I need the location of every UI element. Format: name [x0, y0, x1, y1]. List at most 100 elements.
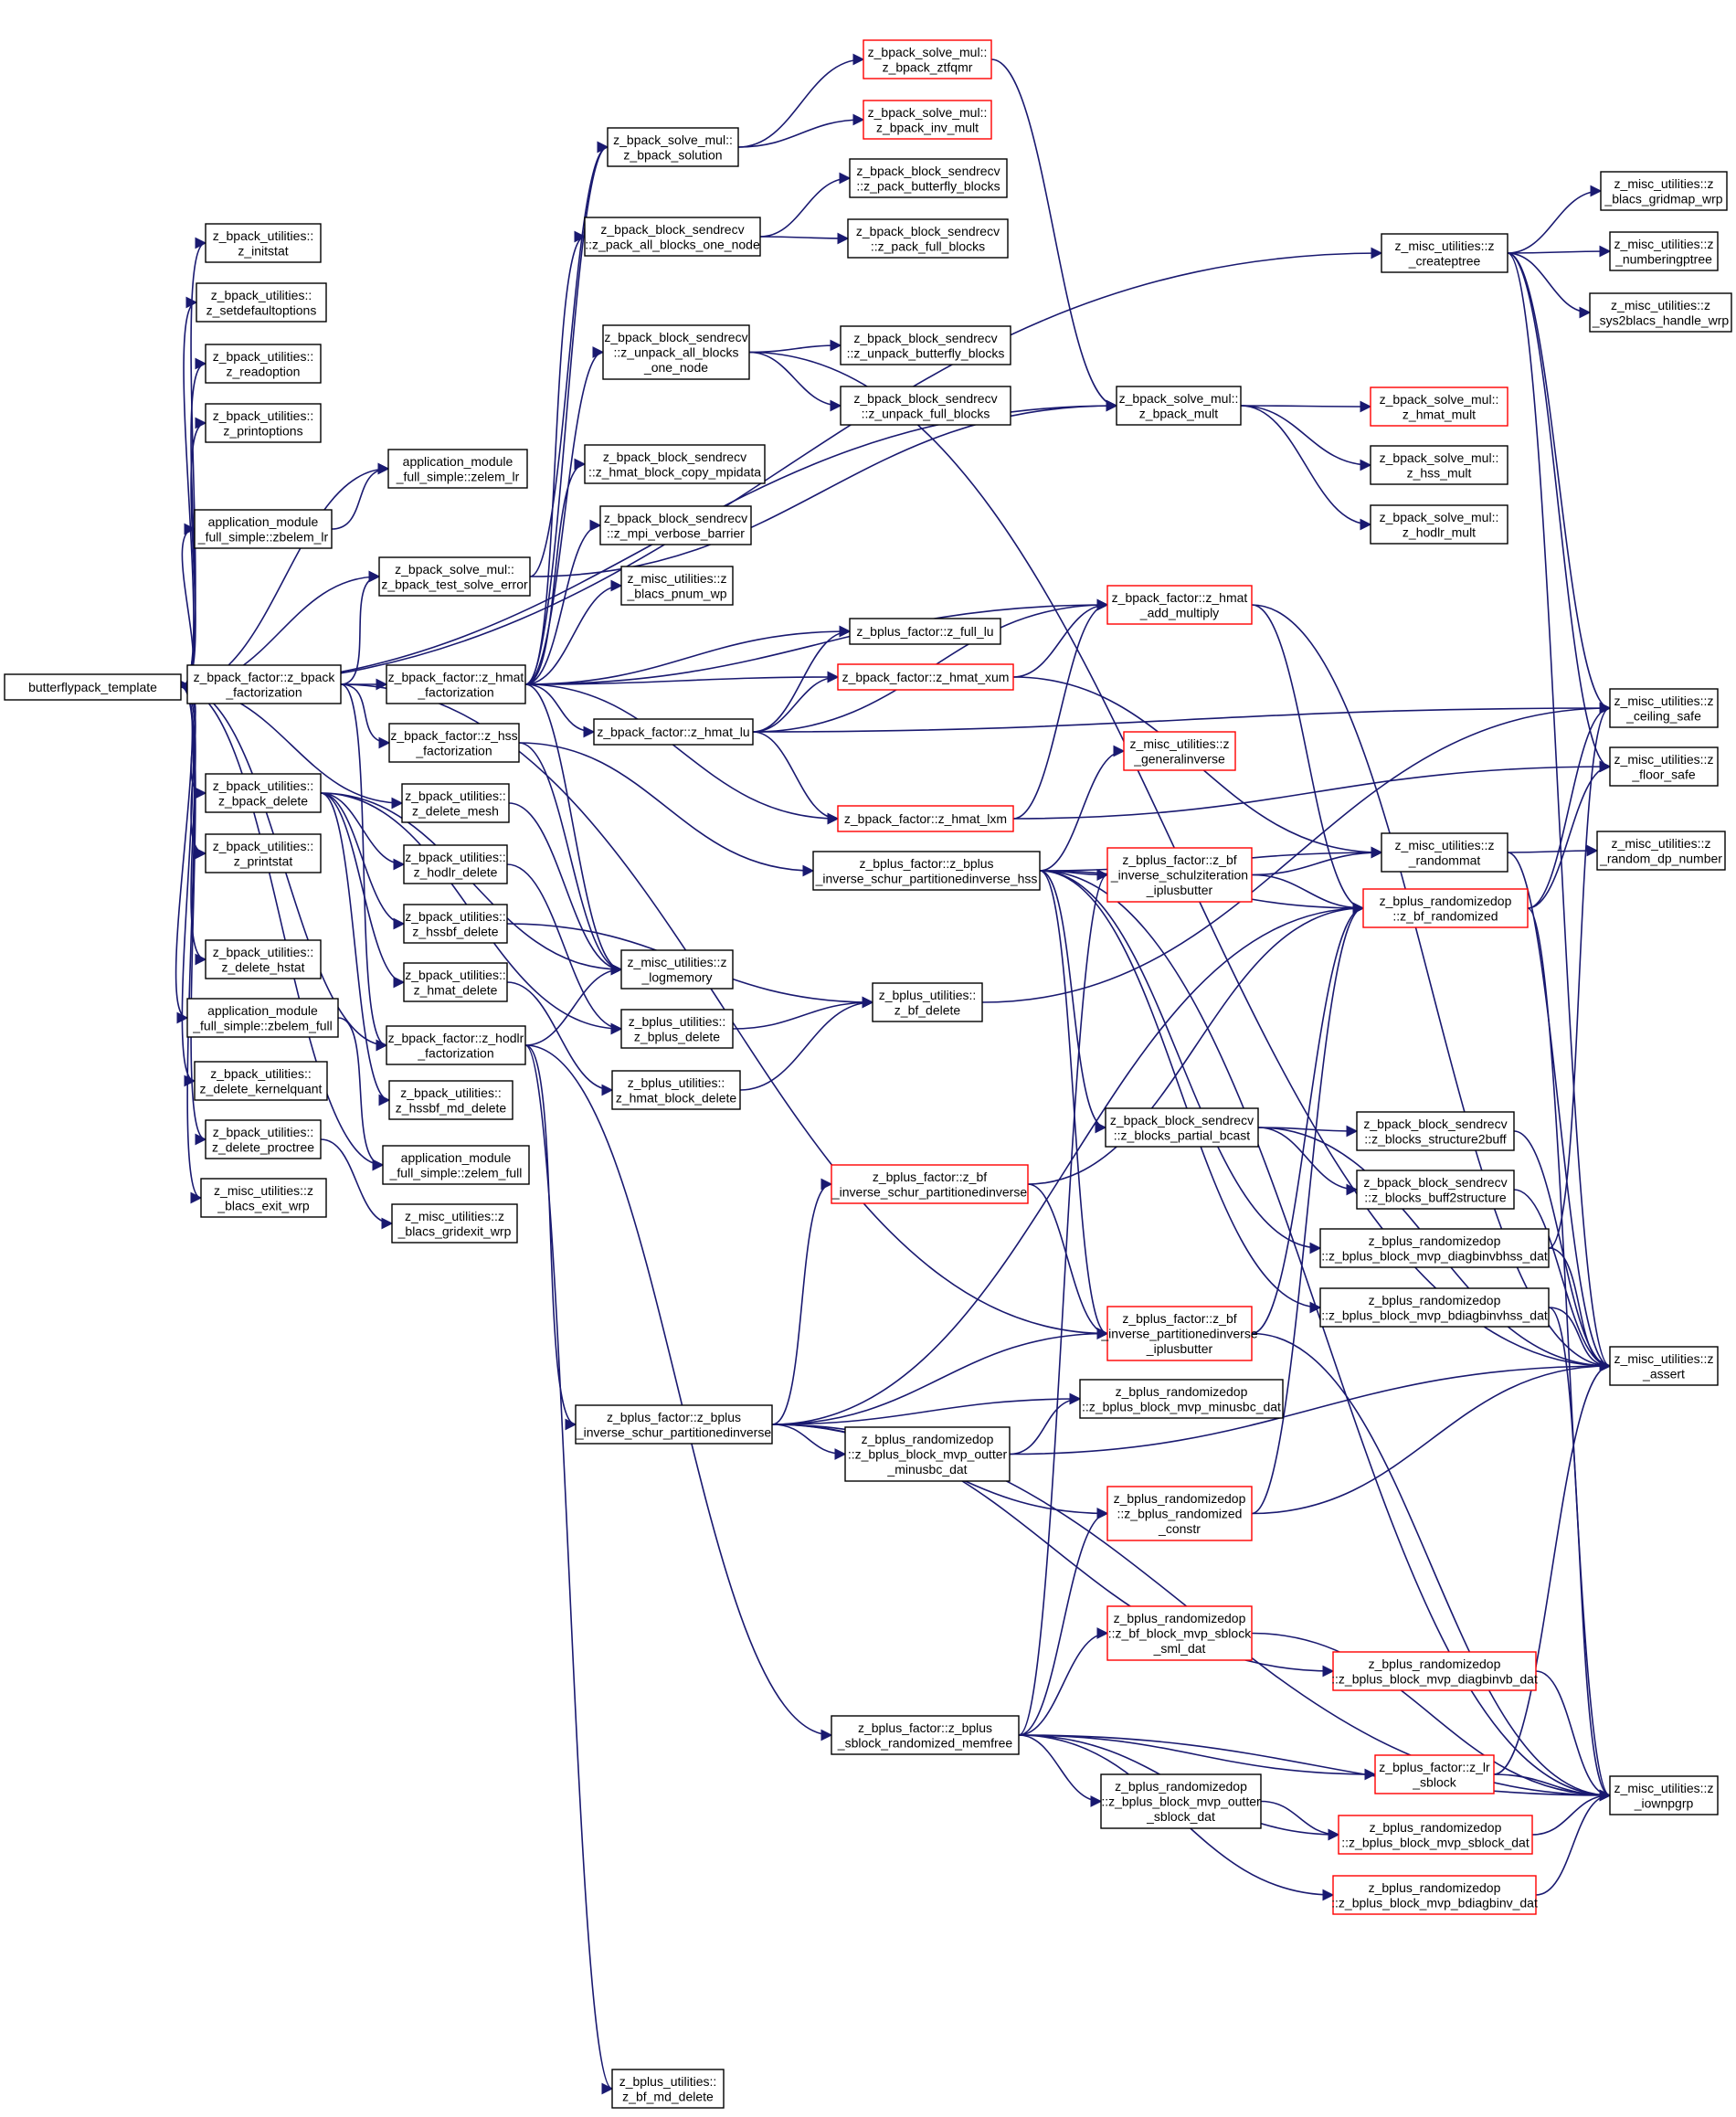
- node-randommat[interactable]: z_misc_utilities::z_randommat: [1381, 832, 1508, 873]
- node-hmatlxm[interactable]: z_bpack_factor::z_hmat_lxm: [837, 805, 1014, 832]
- node-sblocksml[interactable]: z_bplus_randomizedop::z_bf_block_mvp_sbl…: [1106, 1605, 1253, 1661]
- edge-delproc-to-gridexit: [320, 1138, 394, 1230]
- node-bfinvpart[interactable]: z_bplus_factor::z_bf_inverse_schur_parti…: [831, 1164, 1029, 1204]
- edge-bfinvpart-to-bfrand: [1027, 902, 1365, 1185]
- node-initstat[interactable]: z_bpack_utilities::z_initstat: [205, 223, 322, 263]
- node-bdiagbinv[interactable]: z_bplus_randomizedop::z_bplus_block_mvp_…: [1331, 1875, 1538, 1915]
- node-label-line: z_delete_hstat: [221, 959, 304, 974]
- node-zbelemlr[interactable]: application_module_full_simple::zbelem_l…: [194, 509, 333, 549]
- node-bpackdel[interactable]: z_bpack_utilities::z_bpack_delete: [205, 773, 322, 813]
- node-zbelemfull[interactable]: application_module_full_simple::zbelem_f…: [186, 998, 339, 1038]
- node-readopt[interactable]: z_bpack_utilities::z_readoption: [205, 344, 322, 384]
- node-bfiplus[interactable]: z_bplus_factor::z_bf_inverse_partitioned…: [1100, 1306, 1258, 1361]
- node-pnum[interactable]: z_misc_utilities::z_blacs_pnum_wp: [620, 566, 734, 606]
- node-ztfqmr[interactable]: z_bpack_solve_mul::z_bpack_ztfqmr: [863, 39, 992, 79]
- node-blacsexit[interactable]: z_misc_utilities::z_blacs_exit_wrp: [200, 1178, 327, 1218]
- node-createptree[interactable]: z_misc_utilities::z_createptree: [1381, 233, 1508, 273]
- node-outtermin[interactable]: z_bplus_randomizedop::z_bplus_block_mvp_…: [844, 1426, 1011, 1482]
- node-numbering[interactable]: z_misc_utilities::z_numberingptree: [1609, 231, 1719, 271]
- node-unpackfull[interactable]: z_bpack_block_sendrecv::z_unpack_full_bl…: [840, 386, 1011, 426]
- node-packbf[interactable]: z_bpack_block_sendrecv::z_pack_butterfly…: [849, 158, 1008, 198]
- node-hmatfact[interactable]: z_bpack_factor::z_hmat_factorization: [386, 664, 526, 704]
- node-setdef[interactable]: z_bpack_utilities::z_setdefaultoptions: [196, 282, 327, 323]
- node-invpart[interactable]: z_bplus_factor::z_bplus_inverse_schur_pa…: [575, 1404, 773, 1445]
- node-hmatadd[interactable]: z_bpack_factor::z_hmat_add_multiply: [1106, 585, 1253, 625]
- node-delmesh[interactable]: z_bpack_utilities::z_delete_mesh: [401, 783, 510, 823]
- node-mpibarrier[interactable]: z_bpack_block_sendrecv::z_mpi_verbose_ba…: [599, 505, 752, 545]
- node-bfrand[interactable]: z_bplus_randomizedop::z_bf_randomized: [1362, 888, 1529, 928]
- node-hmatdel[interactable]: z_bpack_utilities::z_hmat_delete: [403, 962, 508, 1002]
- node-hssmult[interactable]: z_bpack_solve_mul::z_hss_mult: [1370, 445, 1508, 485]
- node-assert[interactable]: z_misc_utilities::z_assert: [1609, 1346, 1719, 1386]
- node-hssbfdel[interactable]: z_bpack_utilities::z_hssbf_delete: [403, 904, 508, 944]
- edge-bfiplus-to-bfrand: [1251, 902, 1365, 1335]
- node-hssbfmddel[interactable]: z_bpack_utilities::z_hssbf_md_delete: [388, 1080, 513, 1120]
- node-sblockdat[interactable]: z_bplus_randomizedop::z_bplus_block_mvp_…: [1338, 1815, 1533, 1855]
- edge-hmatfact-to-mpibarrier: [524, 519, 602, 685]
- node-sys2blacs[interactable]: z_misc_utilities::z_sys2blacs_handle_wrp: [1589, 292, 1732, 333]
- node-bpackfact[interactable]: z_bpack_factor::z_bpack_factorization: [186, 664, 342, 704]
- node-buff2struct[interactable]: z_bpack_block_sendrecv::z_blocks_buff2st…: [1356, 1170, 1515, 1210]
- node-root[interactable]: butterflypack_template: [4, 673, 182, 701]
- node-packall[interactable]: z_bpack_block_sendrecv::z_pack_all_block…: [584, 217, 761, 257]
- node-printstat[interactable]: z_bpack_utilities::z_printstat: [205, 833, 322, 873]
- node-packfull[interactable]: z_bpack_block_sendrecv::z_pack_full_bloc…: [847, 218, 1009, 259]
- node-label-line: _full_simple::zbelem_lr: [197, 529, 329, 544]
- node-gridexit[interactable]: z_misc_utilities::z_blacs_gridexit_wrp: [391, 1203, 518, 1244]
- node-label-line: z_bplus_randomizedop: [1114, 1611, 1246, 1625]
- edge-invhss-to-bdiagbinvhss: [1039, 870, 1322, 1314]
- node-hodlrmult[interactable]: z_bpack_solve_mul::z_hodlr_mult: [1370, 504, 1508, 545]
- node-struct2buff[interactable]: z_bpack_block_sendrecv::z_blocks_structu…: [1356, 1111, 1515, 1151]
- node-delproc[interactable]: z_bpack_utilities::z_delete_proctree: [205, 1119, 322, 1159]
- node-label-line: _randommat: [1408, 852, 1481, 867]
- node-hmatxum[interactable]: z_bpack_factor::z_hmat_xum: [837, 663, 1014, 691]
- node-invhss[interactable]: z_bplus_factor::z_bplus_inverse_schur_pa…: [812, 851, 1041, 891]
- node-solution[interactable]: z_bpack_solve_mul::z_bpack_solution: [607, 127, 739, 167]
- node-zelemlr[interactable]: application_module_full_simple::zelem_lr: [387, 449, 528, 489]
- node-outtersb[interactable]: z_bplus_randomizedop::z_bplus_block_mvp_…: [1100, 1773, 1262, 1829]
- edge-createptree-to-sys2blacs: [1507, 252, 1592, 319]
- node-diagbinvb[interactable]: z_bplus_randomizedop::z_bplus_block_mvp_…: [1331, 1651, 1538, 1691]
- edge-ztfqmr-to-bpackmult: [990, 58, 1118, 412]
- node-floor[interactable]: z_misc_utilities::z_floor_safe: [1609, 746, 1719, 787]
- node-bpackmult[interactable]: z_bpack_solve_mul::z_bpack_mult: [1116, 386, 1242, 426]
- node-unpackbf[interactable]: z_bpack_block_sendrecv::z_unpack_butterf…: [840, 325, 1011, 365]
- node-hmatlu[interactable]: z_bpack_factor::z_hmat_lu: [593, 718, 754, 746]
- node-unpackall[interactable]: z_bpack_block_sendrecv::z_unpack_all_blo…: [602, 324, 750, 380]
- node-hodlrdel[interactable]: z_bpack_utilities::z_hodlr_delete: [403, 844, 508, 884]
- node-randconstr[interactable]: z_bplus_randomizedop::z_bplus_randomized…: [1106, 1486, 1253, 1541]
- node-gridmap[interactable]: z_misc_utilities::z_blacs_gridmap_wrp: [1600, 171, 1728, 211]
- node-bfdel[interactable]: z_bplus_utilities::z_bf_delete: [872, 982, 983, 1022]
- node-zelemfull[interactable]: application_module_full_simple::zelem_fu…: [382, 1145, 530, 1185]
- node-fulllu[interactable]: z_bplus_factor::z_full_lu: [849, 618, 1001, 645]
- node-bplusdel[interactable]: z_bplus_utilities::z_bplus_delete: [620, 1009, 734, 1049]
- node-invmult[interactable]: z_bpack_solve_mul::z_bpack_inv_mult: [863, 100, 992, 140]
- node-box: [401, 783, 510, 823]
- node-partbcast[interactable]: z_bpack_block_sendrecv::z_blocks_partial…: [1105, 1107, 1259, 1148]
- node-label-line: _blacs_gridmap_wrp: [1604, 191, 1722, 206]
- node-hmatmult[interactable]: z_bpack_solve_mul::z_hmat_mult: [1370, 386, 1508, 427]
- node-lrsblock[interactable]: z_bplus_factor::z_lr_sblock: [1374, 1754, 1495, 1794]
- node-label-line: application_module: [207, 1003, 318, 1018]
- node-printopt[interactable]: z_bpack_utilities::z_printoptions: [205, 403, 322, 443]
- node-logmem[interactable]: z_misc_utilities::z_logmemory: [620, 949, 734, 990]
- node-minusbc[interactable]: z_bplus_randomizedop::z_bplus_block_mvp_…: [1079, 1379, 1284, 1419]
- node-diagbinvbhss[interactable]: z_bplus_randomizedop::z_bplus_block_mvp_…: [1319, 1228, 1550, 1268]
- edge-bdiagbinv-to-iownpgrp: [1535, 1789, 1612, 1896]
- node-box: [1319, 1287, 1550, 1328]
- node-hmatblkdel[interactable]: z_bplus_utilities::z_hmat_block_delete: [611, 1070, 741, 1110]
- node-hmatcopy[interactable]: z_bpack_block_sendrecv::z_hmat_block_cop…: [584, 444, 766, 484]
- node-bdiagbinvhss[interactable]: z_bplus_randomizedop::z_bplus_block_mvp_…: [1319, 1287, 1550, 1328]
- node-schulz[interactable]: z_bplus_factor::z_bf_inverse_schulzitera…: [1106, 847, 1253, 903]
- node-ceiling[interactable]: z_misc_utilities::z_ceiling_safe: [1609, 688, 1719, 728]
- node-memfree[interactable]: z_bplus_factor::z_bplus_sblock_randomize…: [831, 1715, 1020, 1755]
- node-hodlrfact[interactable]: z_bpack_factor::z_hodlr_factorization: [386, 1025, 526, 1065]
- node-testsolve[interactable]: z_bpack_solve_mul::z_bpack_test_solve_er…: [378, 556, 531, 597]
- node-randdp[interactable]: z_misc_utilities::z_random_dp_number: [1596, 831, 1726, 871]
- node-delhstat[interactable]: z_bpack_utilities::z_delete_hstat: [205, 939, 322, 979]
- node-hssfact[interactable]: z_bpack_factor::z_hss_factorization: [388, 723, 520, 763]
- node-bfmddel[interactable]: z_bplus_utilities::z_bf_md_delete: [611, 2069, 725, 2109]
- node-delkq[interactable]: z_bpack_utilities::z_delete_kernelquant: [194, 1061, 328, 1101]
- node-iownpgrp[interactable]: z_misc_utilities::z_iownpgrp: [1609, 1775, 1719, 1815]
- node-geninv[interactable]: z_misc_utilities::z_generalinverse: [1123, 731, 1236, 771]
